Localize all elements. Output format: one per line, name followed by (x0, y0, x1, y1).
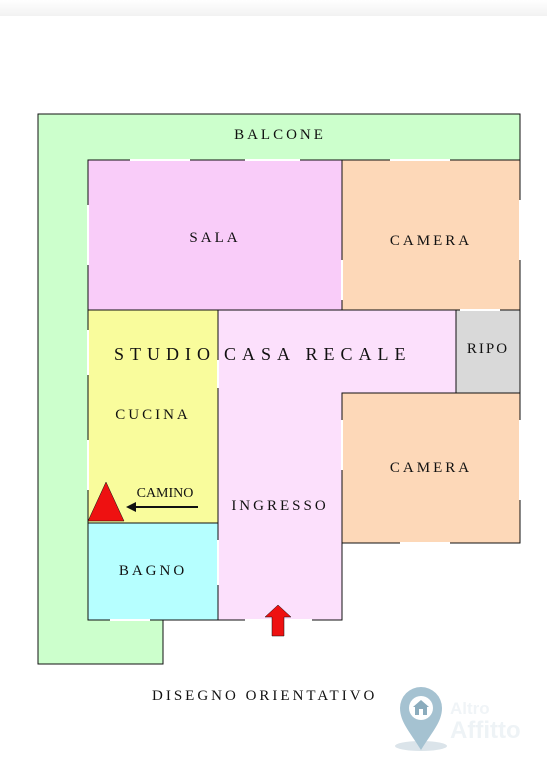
house-map-pin-icon (395, 687, 447, 751)
bagno-label: BAGNO (119, 563, 187, 579)
camino-label: CAMINO (137, 486, 194, 501)
top-strip (0, 0, 547, 16)
camera-bottom-room (341, 392, 521, 544)
logo-word-altro: Altro (450, 699, 490, 718)
balcone-label: BALCONE (234, 127, 326, 143)
studio-label: STUDIO (114, 344, 216, 364)
camera-top-label: CAMERA (390, 233, 472, 249)
camera-bottom-label: CAMERA (390, 460, 472, 476)
cucina-label: CUCINA (115, 407, 191, 423)
casa-recale-label: CASA RECALE (224, 344, 412, 364)
camino-triangle-icon (87, 481, 125, 522)
cucina-room (87, 309, 219, 524)
bagno-room (87, 522, 219, 621)
logo-word-affitto: Affitto (450, 717, 521, 744)
altro-affitto-logo: Altro Affitto (450, 700, 542, 743)
ingresso-label: INGRESSO (231, 498, 328, 514)
footer-title: DISEGNO ORIENTATIVO (152, 688, 378, 704)
camino-arrow-icon (126, 502, 198, 512)
ripo-label: RIPO (467, 341, 509, 357)
sala-room (87, 159, 343, 311)
entry-arrow-icon (264, 604, 292, 637)
sala-label: SALA (189, 230, 240, 246)
